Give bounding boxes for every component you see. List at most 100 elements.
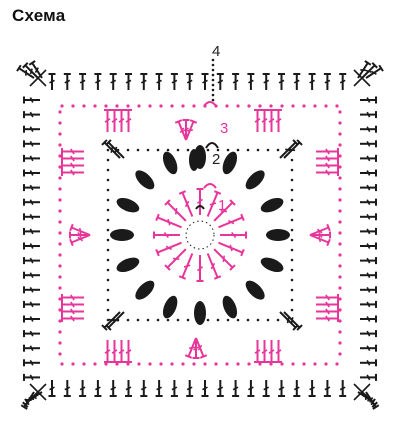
dc-slash: [366, 316, 371, 322]
dc-slash: [77, 232, 82, 238]
dc-slash: [70, 294, 75, 301]
round2-corner-stitch: [283, 139, 303, 159]
chain-dots: [58, 58, 342, 366]
cluster-oval: [116, 257, 140, 273]
dc-slash: [29, 301, 34, 308]
dc-slash: [29, 316, 34, 322]
dc-slash: [325, 169, 330, 176]
dc-slash: [366, 286, 371, 293]
dc-slash: [290, 317, 294, 324]
dc-top: [296, 139, 303, 146]
pink-chain-dot: [338, 330, 342, 334]
outer-bottom-stitch: [155, 380, 163, 397]
dc-slash: [232, 386, 239, 391]
outer-bottom-stitch: [339, 380, 347, 397]
dc-top: [213, 190, 222, 195]
cluster-oval: [110, 229, 134, 241]
pink-chain-dot: [225, 104, 229, 108]
chain-dot: [106, 218, 110, 222]
dc-slash: [248, 79, 254, 84]
chain-dot: [126, 148, 130, 152]
round1-spoke: [196, 188, 204, 215]
pink-fan-right: [310, 231, 331, 239]
dc-top: [229, 199, 236, 206]
dc-top: [174, 119, 183, 124]
dc-slash: [29, 126, 34, 133]
dc-top: [28, 60, 36, 66]
dc-slash: [229, 244, 233, 252]
outer-top-stitch: [170, 73, 178, 90]
pink-chain-dot: [58, 319, 62, 323]
outer-right-stitch: [360, 257, 377, 265]
dc-slash: [140, 386, 147, 391]
outer-right-stitch: [360, 227, 377, 235]
dc-slash: [366, 330, 371, 337]
outer-right-stitch: [360, 359, 377, 367]
chain-dot: [226, 148, 230, 152]
dc-slash: [179, 127, 185, 134]
pink-chain-dot: [338, 209, 342, 213]
outer-top-stitch: [308, 73, 316, 90]
dc-slash: [309, 79, 315, 84]
outer-right-stitch: [360, 96, 377, 104]
pink-fan-top: [182, 119, 190, 140]
chain-dot: [106, 248, 110, 252]
round1-spoke: [213, 199, 236, 222]
outer-corner-stitch: [365, 64, 384, 79]
chain-dot: [106, 158, 110, 162]
dc-top: [178, 190, 187, 195]
outer-bottom-stitch: [247, 380, 255, 397]
cluster-oval: [222, 295, 238, 319]
pink-chain-dot: [148, 104, 152, 108]
dc-slash: [77, 236, 84, 242]
dc-slash: [339, 79, 346, 84]
outer-right-stitch: [360, 330, 377, 338]
outer-bottom-stitch: [79, 380, 87, 397]
dc-slash: [261, 118, 268, 123]
pink-chain-dot: [338, 121, 342, 125]
outer-bottom-stitch: [262, 380, 270, 397]
pink-group-right: [316, 294, 339, 301]
dc-slash: [202, 386, 208, 391]
pink-chain-dot: [338, 297, 342, 301]
outer-left-stitch: [23, 257, 40, 265]
dc-slash: [172, 257, 180, 260]
pink-group-left: [61, 148, 84, 155]
outer-left-stitch: [23, 96, 40, 104]
cluster-oval: [260, 257, 284, 273]
chain-dot: [126, 318, 130, 322]
dc-slash: [318, 235, 321, 242]
dc-top: [24, 398, 30, 406]
pink-fan-left: [69, 223, 91, 236]
chain-dot: [106, 178, 110, 182]
round2-corner-stitch: [283, 311, 303, 331]
outer-left-stitch: [23, 213, 40, 221]
chain-dot: [290, 178, 294, 182]
pink-chain-dot: [236, 104, 240, 108]
chain-dot: [106, 198, 110, 202]
magic-ring: [185, 220, 215, 250]
dc-slash: [268, 349, 275, 354]
dc-slash: [79, 79, 86, 84]
outer-left-stitch: [23, 242, 40, 250]
pink-fan-right: [309, 223, 331, 236]
pink-chain-dot: [225, 362, 229, 366]
round-4-stitches: [16, 60, 384, 410]
outer-corner-stitch: [365, 391, 380, 410]
outer-top-stitch: [109, 73, 117, 90]
dc-slash: [104, 118, 111, 123]
pink-fan-bottom: [195, 337, 208, 359]
dc-top: [213, 275, 222, 280]
chain-dot: [106, 148, 110, 152]
corner-x: [29, 69, 47, 87]
pink-chain-dot: [58, 154, 62, 158]
diagram-title: Схема: [12, 6, 66, 25]
dc-slash: [111, 118, 118, 123]
dc-slash: [29, 330, 34, 337]
dc-slash: [171, 386, 178, 391]
row-label: 2: [212, 151, 220, 168]
dc-slash: [70, 162, 75, 169]
round2-start: [205, 142, 219, 149]
chain-dot: [256, 148, 260, 152]
pink-chain-dot: [58, 330, 62, 334]
